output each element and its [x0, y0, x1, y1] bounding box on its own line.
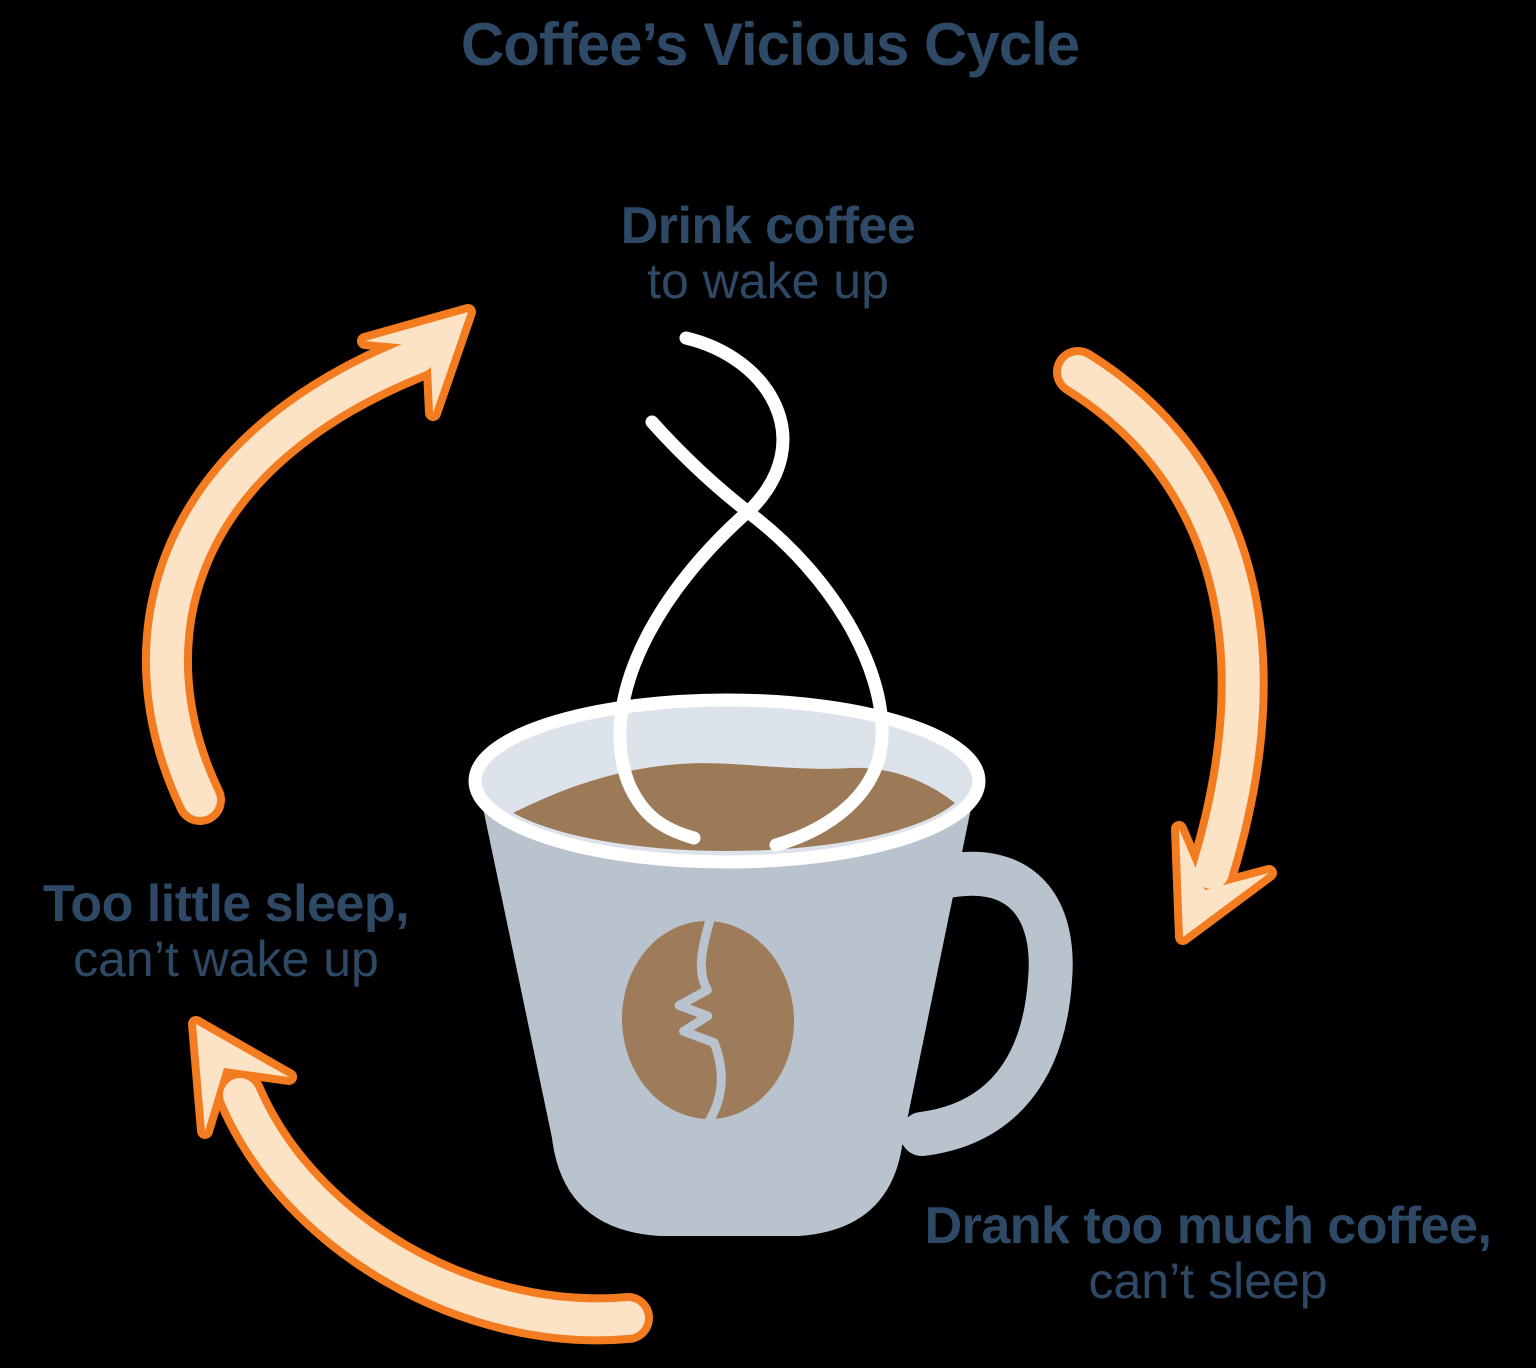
- cycle-arrow-back-icon: [188, 1016, 653, 1345]
- mug-handle: [900, 851, 1073, 1156]
- cycle-step-normal-text: can’t wake up: [73, 931, 379, 987]
- steam-icon: [613, 331, 889, 852]
- coffee-bean-icon: [621, 913, 795, 1126]
- cycle-step-bold-text: Drank too much coffee,: [924, 1197, 1492, 1255]
- cycle-arrow-up-icon: [142, 304, 476, 825]
- cycle-step-drank-too-much: Drank too much coffee, can’t sleep: [925, 1198, 1492, 1309]
- cycle-step-too-little-sleep: Too little sleep, can’t wake up: [42, 875, 410, 987]
- cycle-step-bold-text: Too little sleep,: [42, 875, 410, 933]
- cycle-arrow-down-icon: [1053, 347, 1277, 945]
- cycle-step-bold-text: Drink coffee: [620, 197, 916, 255]
- cycle-step-normal-text: can’t sleep: [1088, 1253, 1328, 1309]
- cycle-step-drink-coffee: Drink coffee to wake up: [621, 198, 916, 309]
- cycle-step-normal-text: to wake up: [647, 253, 889, 309]
- coffee-mug-icon: [468, 331, 1073, 1236]
- page-title: Coffee’s Vicious Cycle: [460, 11, 1080, 78]
